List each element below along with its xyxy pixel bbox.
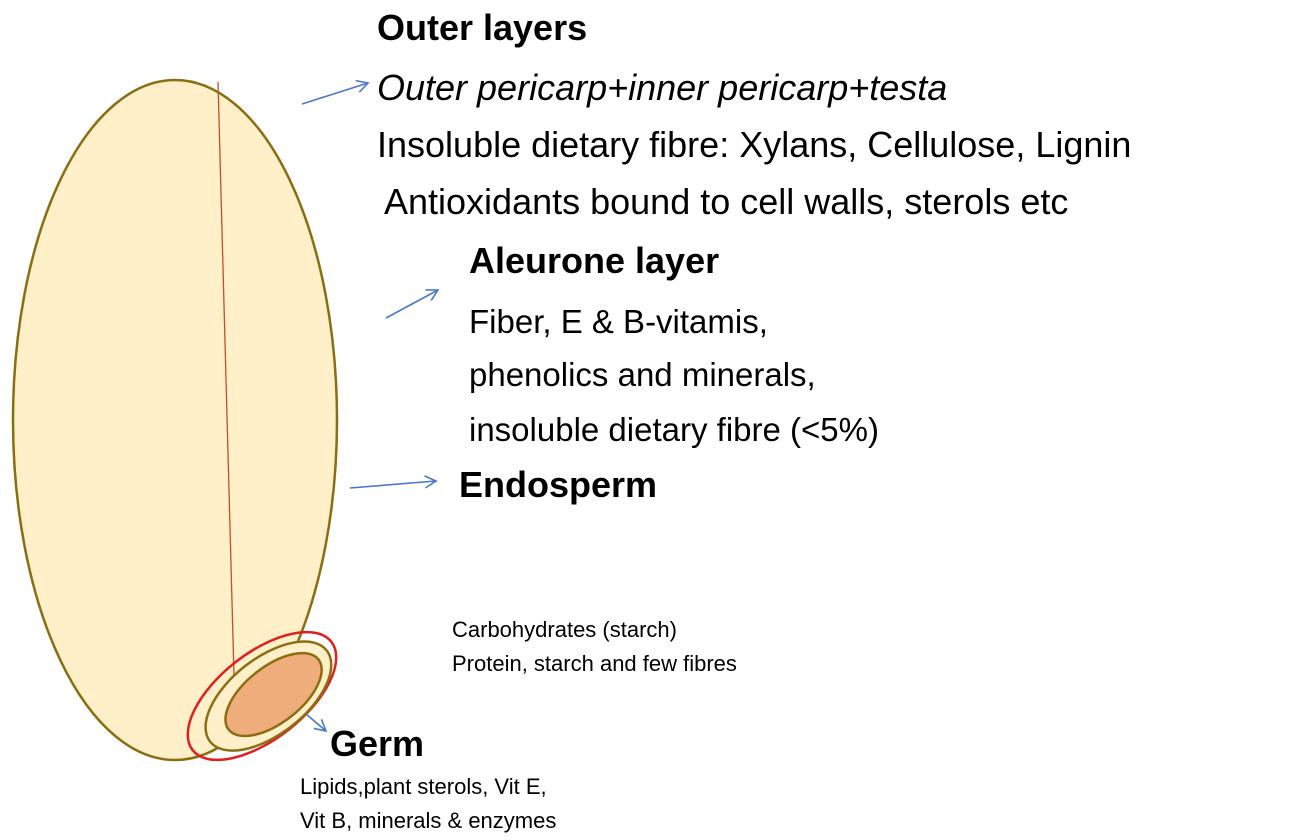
- aleurone-layer-arrow: [386, 290, 438, 318]
- germ-title: Germ: [330, 726, 424, 762]
- aleurone-layer-line-1: Fiber, E & B-vitamis,: [469, 305, 768, 338]
- germ-line-1: Lipids,plant sterols, Vit E,: [300, 776, 547, 798]
- endosperm-title: Endosperm: [459, 467, 657, 503]
- aleurone-layer-line-2: phenolics and minerals,: [469, 358, 816, 391]
- aleurone-layer-line-3: insoluble dietary fibre (<5%): [469, 413, 879, 446]
- aleurone-layer-title: Aleurone layer: [469, 243, 719, 279]
- outer-layers-arrow: [302, 83, 368, 104]
- endosperm-arrow: [350, 481, 436, 488]
- endosperm-line-2: Protein, starch and few fibres: [452, 653, 737, 675]
- outer-layers-title: Outer layers: [377, 10, 587, 46]
- outer-layers-antioxidants: Antioxidants bound to cell walls, sterol…: [384, 184, 1068, 220]
- outer-layers-fibre: Insoluble dietary fibre: Xylans, Cellulo…: [377, 127, 1131, 163]
- germ-arrow: [306, 714, 326, 731]
- outer-layers-composition: Outer pericarp+inner pericarp+testa: [377, 70, 947, 106]
- endosperm-line-1: Carbohydrates (starch): [452, 619, 677, 641]
- germ-line-2: Vit B, minerals & enzymes: [300, 810, 556, 832]
